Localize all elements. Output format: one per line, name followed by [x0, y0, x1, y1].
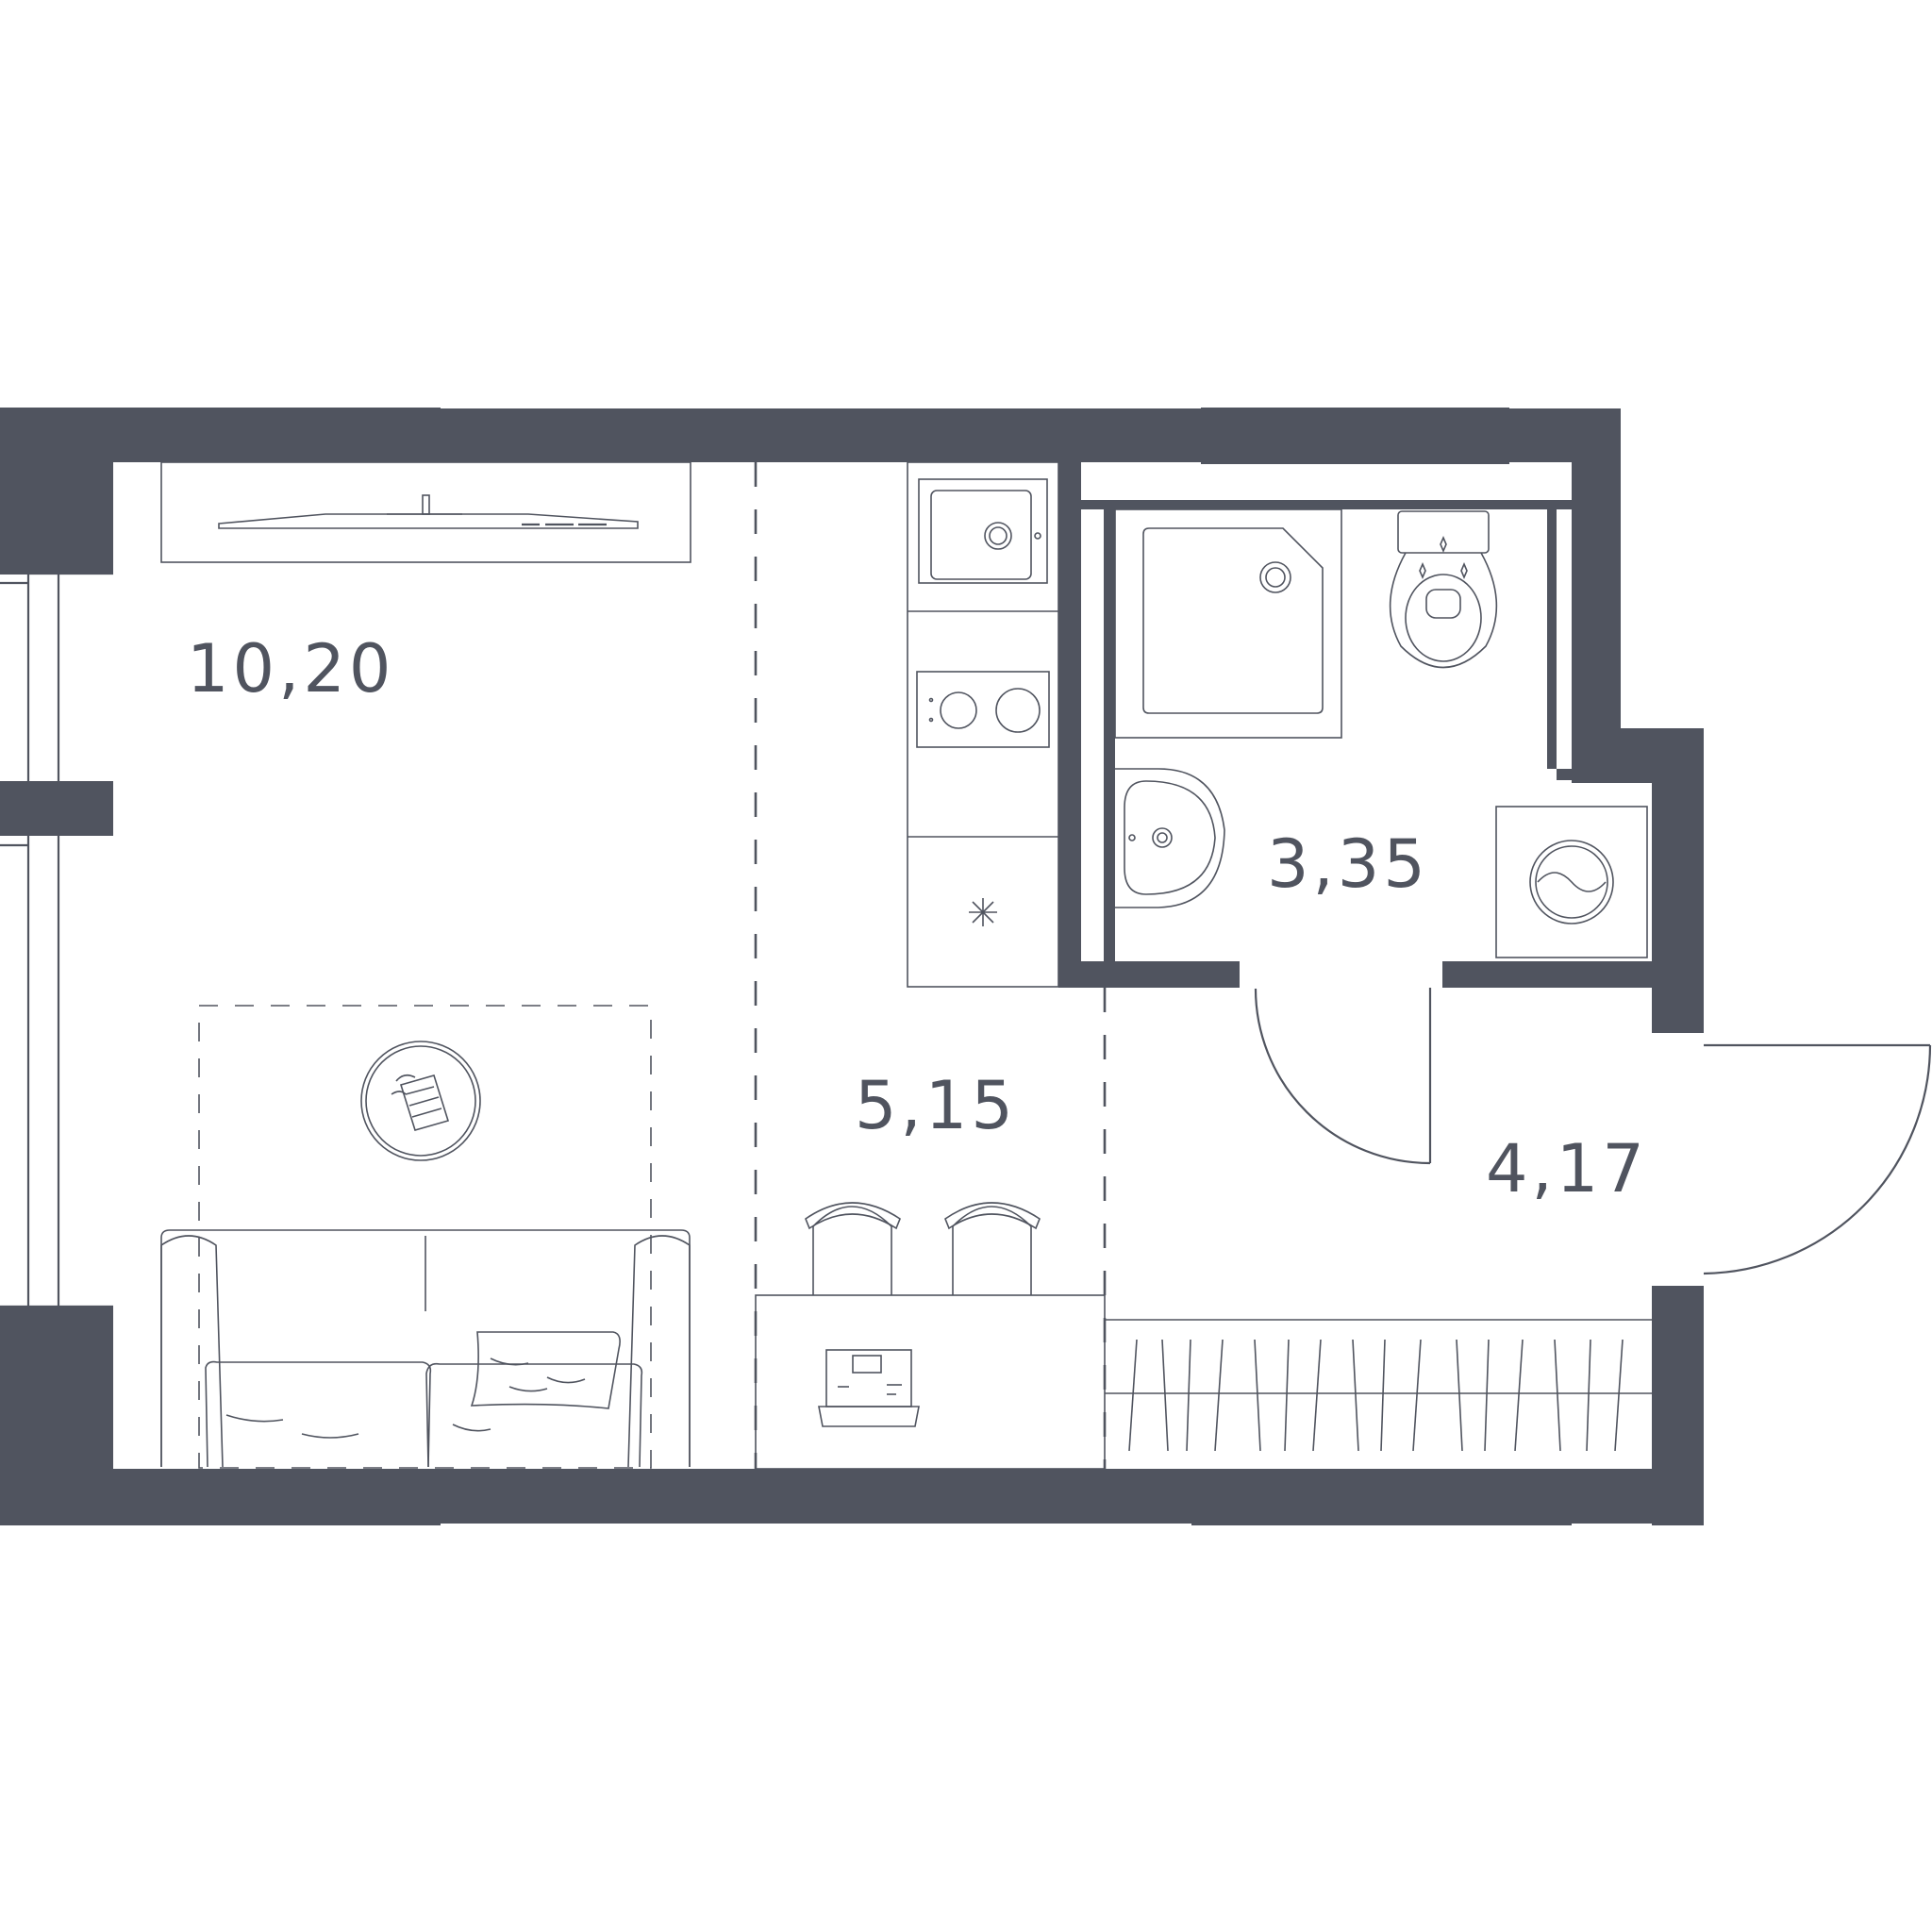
wardrobe-icon — [1105, 1319, 1652, 1452]
door-icon — [1703, 1043, 1932, 1275]
hanger-line — [1254, 1339, 1261, 1452]
hanger-line — [1614, 1339, 1624, 1452]
coffee-table-icon — [360, 1041, 481, 1161]
zone-dividers — [754, 462, 1107, 1469]
shower-icon — [1114, 508, 1342, 739]
hanger-line — [1456, 1339, 1463, 1452]
hanger-line — [1214, 1339, 1224, 1452]
hanger-line — [1586, 1339, 1591, 1452]
chair-icon — [805, 1202, 901, 1295]
hanger-line — [1380, 1339, 1386, 1452]
area-label-bathroom: 3,35 — [1267, 825, 1429, 903]
hanger-line — [1284, 1339, 1290, 1452]
door-icon — [1254, 988, 1432, 1165]
hanger-line — [1161, 1339, 1169, 1452]
area-label-kitchen: 5,15 — [855, 1067, 1017, 1144]
washing-machine-icon — [1495, 806, 1648, 958]
kitchen-counter — [907, 461, 1059, 988]
dining-table — [755, 1294, 1106, 1470]
toilet-icon — [1389, 510, 1498, 669]
tv-icon — [160, 461, 691, 563]
chair-icon — [944, 1202, 1041, 1295]
hanger-line — [1484, 1339, 1490, 1452]
hanger-line — [1412, 1339, 1422, 1452]
washbasin-icon — [1115, 768, 1225, 908]
hangers — [1128, 1339, 1624, 1452]
window-left — [0, 572, 113, 1308]
area-labels: 10,20 5,15 3,35 4,17 — [187, 630, 1648, 1208]
sink-icon — [918, 478, 1048, 584]
hanger-line — [1312, 1339, 1322, 1452]
hanger-line — [1186, 1339, 1191, 1452]
stove-icon — [916, 671, 1050, 748]
fridge-icon — [969, 898, 997, 926]
area-label-hallway: 4,17 — [1486, 1130, 1648, 1208]
sofa-icon — [160, 1229, 691, 1468]
hanger-line — [1128, 1339, 1138, 1452]
hanger-line — [1514, 1339, 1524, 1452]
hanger-line — [1352, 1339, 1359, 1452]
laptop-icon — [818, 1349, 920, 1427]
area-label-living: 10,20 — [187, 630, 394, 708]
walls — [0, 408, 1704, 1525]
hanger-line — [1554, 1339, 1561, 1452]
